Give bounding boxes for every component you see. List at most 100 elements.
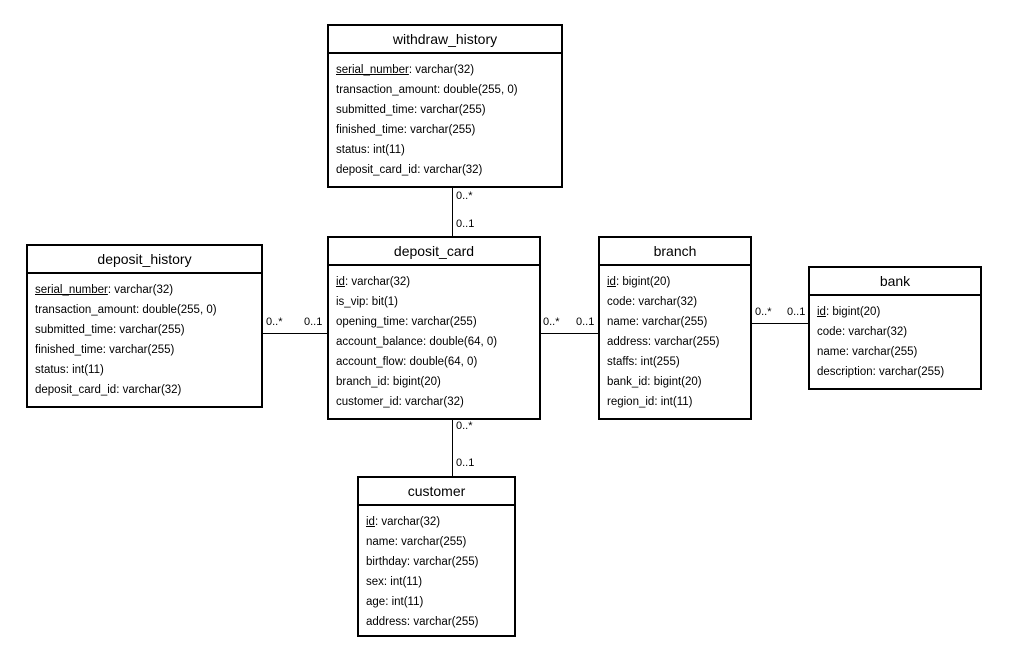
attribute-separator: : xyxy=(386,376,393,388)
attribute-name: submitted_time xyxy=(336,104,414,116)
attribute-row: deposit_card_id: varchar(32) xyxy=(35,380,254,400)
attribute-type: double(64, 0) xyxy=(429,336,498,348)
attribute-separator: : xyxy=(615,276,623,288)
attribute-name: transaction_amount xyxy=(35,304,137,316)
attribute-type: int(11) xyxy=(391,596,424,608)
attribute-type: varchar(255) xyxy=(420,104,486,116)
entity-attributes-withdraw_history: serial_number: varchar(32) transaction_am… xyxy=(329,54,561,187)
entity-title-deposit_card: deposit_card xyxy=(329,238,539,266)
attribute-name: id xyxy=(817,306,826,318)
attribute-separator: : xyxy=(398,396,406,408)
attribute-separator: : xyxy=(647,376,654,388)
attribute-name: code xyxy=(607,296,632,308)
attribute-row: id: varchar(32) xyxy=(366,512,507,532)
attribute-type: varchar(255) xyxy=(642,316,708,328)
attribute-separator: : xyxy=(631,296,639,308)
attribute-type: int(11) xyxy=(72,364,104,376)
attribute-separator: : xyxy=(406,556,414,568)
attribute-separator: : xyxy=(136,304,143,316)
attribute-type: varchar(255) xyxy=(852,346,918,358)
multiplicity-label-deposit_card-customer-to: 0..1 xyxy=(456,457,475,469)
relationship-line-deposit_card-branch xyxy=(541,333,598,334)
attribute-type: bit(1) xyxy=(371,296,398,308)
attribute-separator: : xyxy=(417,164,424,176)
attribute-name: id xyxy=(366,516,375,528)
attribute-name: name xyxy=(817,346,846,358)
attribute-separator: : xyxy=(825,306,833,318)
attribute-name: bank_id xyxy=(607,376,648,388)
attribute-type: varchar(255) xyxy=(401,536,467,548)
attribute-row: finished_time: varchar(255) xyxy=(336,120,554,140)
attribute-type: varchar(255) xyxy=(413,616,479,628)
attribute-name: transaction_amount xyxy=(336,84,438,96)
attribute-row: transaction_amount: double(255, 0) xyxy=(35,300,254,320)
attribute-separator: : xyxy=(102,344,110,356)
relationship-line-deposit_history-deposit_card xyxy=(263,333,327,334)
attribute-name: staffs xyxy=(607,356,635,368)
attribute-row: finished_time: varchar(255) xyxy=(35,340,254,360)
attribute-row: sex: int(11) xyxy=(366,572,507,592)
attribute-row: opening_time: varchar(255) xyxy=(336,312,532,332)
multiplicity-label-withdraw_history-deposit_card-from: 0..* xyxy=(456,190,473,202)
attribute-type: varchar(255) xyxy=(654,336,720,348)
attribute-row: name: varchar(255) xyxy=(817,342,973,362)
attribute-separator: : xyxy=(635,316,643,328)
attribute-separator: : xyxy=(116,384,123,396)
attribute-separator: : xyxy=(437,84,444,96)
attribute-row: serial_number: varchar(32) xyxy=(336,60,554,80)
attribute-row: birthday: varchar(255) xyxy=(366,552,507,572)
attribute-name: sex xyxy=(366,576,384,588)
attribute-type: double(255, 0) xyxy=(142,304,217,316)
attribute-row: is_vip: bit(1) xyxy=(336,292,532,312)
attribute-name: region_id xyxy=(607,396,655,408)
attribute-separator: : xyxy=(647,336,655,348)
attribute-row: status: int(11) xyxy=(35,360,254,380)
attribute-separator: : xyxy=(403,124,411,136)
attribute-name: opening_time xyxy=(336,316,406,328)
multiplicity-label-deposit_history-deposit_card-from: 0..* xyxy=(266,316,283,328)
attribute-type: varchar(32) xyxy=(351,276,411,288)
attribute-type: int(11) xyxy=(390,576,423,588)
multiplicity-label-deposit_history-deposit_card-to: 0..1 xyxy=(304,316,323,328)
multiplicity-label-deposit_card-customer-from: 0..* xyxy=(456,420,473,432)
attribute-separator: : xyxy=(344,276,352,288)
attribute-type: varchar(255) xyxy=(119,324,185,336)
attribute-row: name: varchar(255) xyxy=(607,312,743,332)
attribute-name: account_balance xyxy=(336,336,423,348)
attribute-row: submitted_time: varchar(255) xyxy=(336,100,554,120)
attribute-type: bigint(20) xyxy=(392,376,441,388)
attribute-type: varchar(32) xyxy=(122,384,182,396)
attribute-name: status xyxy=(336,144,367,156)
attribute-row: account_balance: double(64, 0) xyxy=(336,332,532,352)
attribute-name: birthday xyxy=(366,556,407,568)
entity-title-branch: branch xyxy=(600,238,750,266)
relationship-line-deposit_card-customer xyxy=(452,420,453,476)
attribute-type: varchar(32) xyxy=(415,64,475,76)
multiplicity-label-deposit_card-branch-from: 0..* xyxy=(543,316,560,328)
multiplicity-label-deposit_card-branch-to: 0..1 xyxy=(576,316,595,328)
attribute-row: serial_number: varchar(32) xyxy=(35,280,254,300)
entity-title-customer: customer xyxy=(359,478,514,506)
attribute-type: varchar(255) xyxy=(879,366,945,378)
attribute-name: finished_time xyxy=(35,344,103,356)
attribute-type: bigint(20) xyxy=(653,376,702,388)
attribute-name: branch_id xyxy=(336,376,387,388)
attribute-row: code: varchar(32) xyxy=(607,292,743,312)
attribute-name: status xyxy=(35,364,66,376)
attribute-type: varchar(32) xyxy=(638,296,698,308)
attribute-name: customer_id xyxy=(336,396,399,408)
attribute-separator: : xyxy=(654,396,661,408)
entity-attributes-bank: id: bigint(20)code: varchar(32)name: var… xyxy=(810,296,980,389)
attribute-separator: : xyxy=(634,356,641,368)
attribute-separator: : xyxy=(383,576,391,588)
attribute-type: varchar(32) xyxy=(848,326,908,338)
attribute-row: region_id: int(11) xyxy=(607,392,743,412)
attribute-separator: : xyxy=(422,336,430,348)
